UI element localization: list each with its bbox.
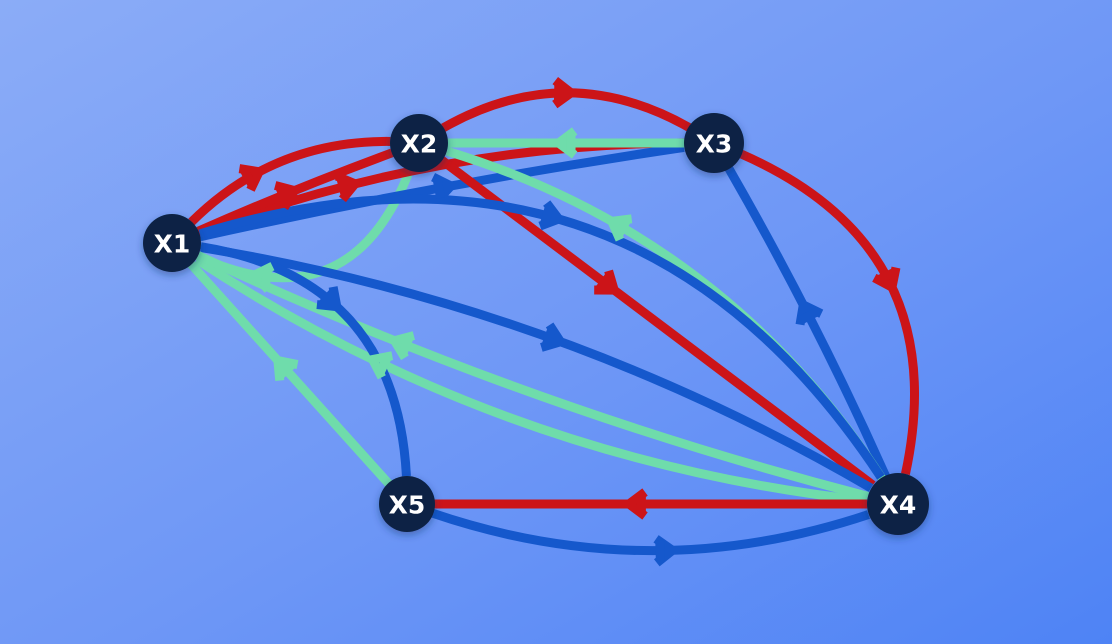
- node-circle[interactable]: [379, 476, 435, 532]
- edge-arrowhead-crossbar: [613, 216, 632, 239]
- node-circle[interactable]: [867, 473, 929, 535]
- graph-node-x1[interactable]: X1: [143, 214, 201, 272]
- node-label: X5: [389, 491, 426, 520]
- edge-arrowhead-crossbar: [432, 177, 446, 199]
- edge-arrowhead-crossbar: [317, 287, 338, 309]
- node-circle[interactable]: [390, 114, 448, 172]
- node-label: X1: [154, 230, 191, 259]
- node-circle[interactable]: [684, 113, 744, 173]
- graph-node-x5[interactable]: X5: [379, 476, 435, 532]
- edge-arrowhead-crossbar: [275, 359, 297, 380]
- edge-arrowhead-crossbar: [539, 204, 554, 227]
- edge-arrowhead-crossbar: [655, 540, 665, 561]
- edge-arrowhead-crossbar: [239, 166, 257, 189]
- graph-edge: [200, 242, 411, 477]
- graph-edge: [431, 509, 870, 556]
- graph-edge: [196, 251, 870, 501]
- edge-arrowhead-crossbar: [798, 307, 820, 325]
- graph-node-x3[interactable]: X3: [684, 113, 744, 173]
- graph-edge: [188, 136, 391, 226]
- graph-edge: [198, 194, 885, 480]
- edge-arrowhead-crossbar: [336, 176, 350, 198]
- edge-arrowhead-crossbar: [594, 271, 614, 294]
- edge-layer: [187, 88, 920, 556]
- node-circle[interactable]: [143, 214, 201, 272]
- edge-arrowhead-crossbar: [275, 184, 291, 207]
- arrow-layer: [238, 77, 901, 567]
- graph-edge: [724, 166, 890, 478]
- edge-arrowhead-crossbar: [875, 267, 898, 285]
- graph-node-x2[interactable]: X2: [390, 114, 448, 172]
- edge-arrowhead-crossbar: [398, 334, 414, 357]
- graph-node-x4[interactable]: X4: [867, 473, 929, 535]
- edge-arrowhead-crossbar: [260, 266, 273, 288]
- node-label: X3: [696, 130, 733, 159]
- node-label: X2: [401, 130, 438, 159]
- edge-arrowhead-crossbar: [375, 353, 393, 376]
- node-label: X4: [880, 491, 917, 520]
- graph-edge: [187, 260, 393, 487]
- graph-edge: [194, 255, 867, 506]
- edge-arrowhead-crossbar: [541, 326, 557, 349]
